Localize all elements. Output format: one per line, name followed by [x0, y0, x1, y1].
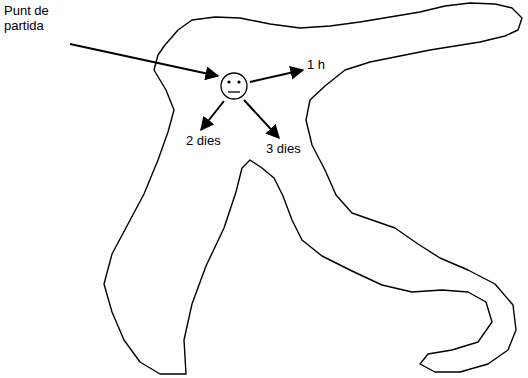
direction-arrow	[250, 70, 303, 82]
smiley-face	[221, 73, 247, 99]
pointer-arrow	[70, 44, 218, 76]
direction-arrow	[201, 101, 224, 130]
start-label: Punt de partida	[4, 4, 68, 34]
time-label: 2 dies	[186, 134, 232, 149]
time-label: 3 dies	[266, 142, 312, 157]
direction-arrow	[244, 100, 279, 138]
time-label: 1 h	[307, 58, 337, 73]
cave-outline	[104, 3, 522, 374]
